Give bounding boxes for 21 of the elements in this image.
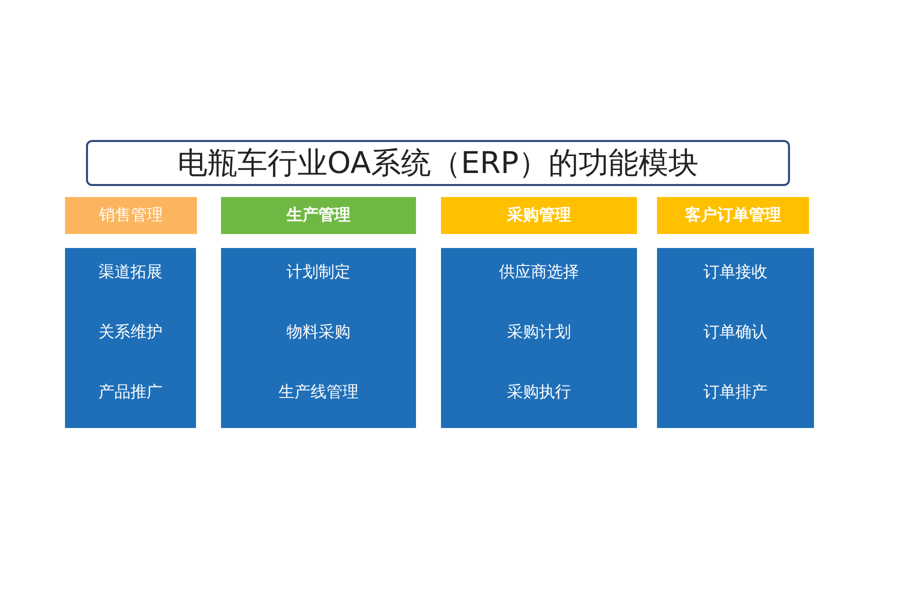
item-text: 订单接收 xyxy=(704,262,768,283)
item-text: 生产线管理 xyxy=(278,382,358,403)
header-box: 客户订单管理 xyxy=(657,197,809,234)
item-text: 订单排产 xyxy=(704,382,768,403)
title-box: 电瓶车行业OA系统（ERP）的功能模块 xyxy=(86,140,790,186)
header-box: 生产管理 xyxy=(221,197,416,234)
item-text: 订单确认 xyxy=(704,322,768,343)
module-box xyxy=(65,248,196,428)
item-text: 采购执行 xyxy=(507,382,571,403)
item-text: 计划制定 xyxy=(286,262,350,283)
header-box: 销售管理 xyxy=(65,197,197,234)
header-box: 采购管理 xyxy=(441,197,637,234)
item-text: 物料采购 xyxy=(286,322,350,343)
item-text: 采购计划 xyxy=(507,322,571,343)
item-text: 关系维护 xyxy=(98,322,162,343)
item-text: 产品推广 xyxy=(98,382,162,403)
module-box xyxy=(441,248,637,428)
item-text: 渠道拓展 xyxy=(98,262,162,283)
module-box xyxy=(221,248,416,428)
item-text: 供应商选择 xyxy=(499,262,579,283)
module-box xyxy=(657,248,814,428)
